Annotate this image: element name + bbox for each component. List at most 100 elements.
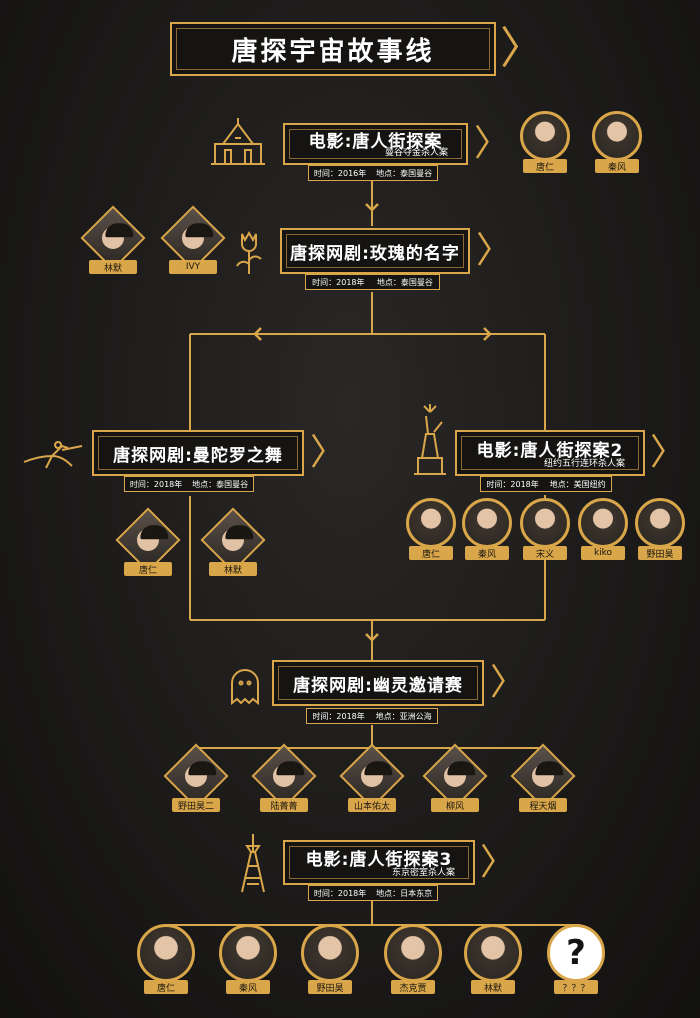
time-prefix: 时间： xyxy=(312,277,337,287)
character-portrait[interactable] xyxy=(592,111,642,161)
node-title: 电影:唐人街探案2 xyxy=(477,436,624,461)
character-name-label: 唐仁 xyxy=(124,562,172,576)
place-prefix: 地点： xyxy=(375,711,400,721)
time-prefix: 时间： xyxy=(313,168,338,178)
character-name-label: 林默 xyxy=(471,980,515,994)
node-info: 时间：2018年地点：泰国曼谷 xyxy=(305,274,440,290)
character-name-label: 宋义 xyxy=(523,546,567,560)
place-label: 地点：泰国曼谷 xyxy=(376,168,432,179)
node-arrow-icon: 〉 xyxy=(480,842,517,883)
character-name-label: 唐仁 xyxy=(144,980,188,994)
node-name: 唐人街探案2 xyxy=(520,440,624,461)
node-info: 时间：2016年地点：泰国曼谷 xyxy=(308,165,438,181)
node-info: 时间：2018年地点：亚洲公海 xyxy=(306,708,438,724)
character-portrait[interactable] xyxy=(635,498,685,548)
character-portrait[interactable] xyxy=(462,498,512,548)
character-name-label: kiko xyxy=(581,546,625,560)
place-prefix: 地点： xyxy=(192,479,217,489)
character-name-label: 陆菁菁 xyxy=(260,798,308,812)
time-value: 2018年 xyxy=(337,888,367,898)
character-portrait[interactable] xyxy=(301,924,359,982)
node-type: 唐探网剧 xyxy=(113,445,186,466)
character-portrait[interactable] xyxy=(137,924,195,982)
node-name: 唐人街探案 xyxy=(352,131,443,152)
portrait-hair xyxy=(364,761,393,776)
time-value: 2018年 xyxy=(510,479,539,489)
page-title-banner: 唐探宇宙故事线 xyxy=(170,22,496,76)
character-name-label: 林默 xyxy=(209,562,257,576)
character-name-label: 野田昊 xyxy=(638,546,682,560)
node-banner[interactable]: 唐探网剧:曼陀罗之舞 xyxy=(92,430,304,476)
temple-icon xyxy=(205,118,271,166)
character-name-label: 野田昊二 xyxy=(172,798,220,812)
node-colon: : xyxy=(512,440,521,461)
time-label: 时间：2018年 xyxy=(314,888,366,899)
character-name-label: IVY xyxy=(169,260,217,274)
character-name-label: 秦风 xyxy=(595,159,639,173)
mystery-portrait[interactable]: ? xyxy=(547,924,605,982)
node-name: 曼陀罗之舞 xyxy=(192,445,283,466)
character-name-label: ？？？ xyxy=(554,980,598,994)
statue-of-liberty-icon xyxy=(410,402,450,476)
place-value: 泰国曼谷 xyxy=(400,168,433,178)
place-prefix: 地点： xyxy=(549,479,574,489)
node-title: 电影:唐人街探案 xyxy=(309,127,443,152)
time-prefix: 时间： xyxy=(486,479,511,489)
character-portrait[interactable] xyxy=(464,924,522,982)
node-info: 时间：2018年地点：泰国曼谷 xyxy=(124,476,254,492)
dancer-icon xyxy=(20,432,86,472)
time-label: 时间：2018年 xyxy=(312,277,364,288)
node-title: 唐探网剧:幽灵邀请赛 xyxy=(293,671,463,696)
node-title: 电影:唐人街探案3 xyxy=(306,845,453,870)
character-name-label: 杰克贾 xyxy=(391,980,435,994)
place-label: 地点：亚洲公海 xyxy=(376,711,432,722)
character-name-label: 柳风 xyxy=(431,798,479,812)
place-value: 日本东京 xyxy=(400,888,433,898)
character-portrait[interactable] xyxy=(578,498,628,548)
place-value: 亚洲公海 xyxy=(399,711,432,721)
node-subtitle: 纽约五行连环杀人案 xyxy=(543,459,625,469)
place-value: 美国纽约 xyxy=(573,479,606,489)
portrait-hair xyxy=(188,761,217,776)
arrow-left-icon xyxy=(253,327,262,341)
arrow-right-icon xyxy=(483,327,492,341)
node-banner[interactable]: 电影:唐人街探案曼谷夺金杀人案 xyxy=(283,123,468,165)
portrait-hair xyxy=(447,761,476,776)
node-arrow-icon: 〉 xyxy=(650,432,687,473)
node-type: 电影 xyxy=(308,131,345,152)
portrait-hair xyxy=(225,525,254,540)
place-value: 泰国曼谷 xyxy=(216,479,249,489)
character-name-label: 程天烟 xyxy=(519,798,567,812)
portrait-hair xyxy=(140,525,169,540)
character-name-label: 唐仁 xyxy=(523,159,567,173)
title-arrow-icon: 〉 xyxy=(500,23,544,74)
node-name: 唐人街探案3 xyxy=(349,850,453,870)
portrait-hair xyxy=(535,761,564,776)
node-name: 玫瑰的名字 xyxy=(369,243,460,264)
character-name-label: 秦风 xyxy=(465,546,509,560)
node-banner[interactable]: 唐探网剧:玫瑰的名字 xyxy=(280,228,470,274)
place-prefix: 地点： xyxy=(376,888,401,898)
character-portrait[interactable] xyxy=(384,924,442,982)
character-portrait[interactable] xyxy=(406,498,456,548)
character-name-label: 林默 xyxy=(89,260,137,274)
node-banner[interactable]: 唐探网剧:幽灵邀请赛 xyxy=(272,660,484,706)
character-portrait[interactable] xyxy=(219,924,277,982)
rose-icon xyxy=(232,228,266,276)
node-info: 时间：2018年地点：日本东京 xyxy=(308,885,438,901)
place-label: 地点：泰国曼谷 xyxy=(192,479,248,490)
character-name-label: 唐仁 xyxy=(409,546,453,560)
arrow-down-icon xyxy=(365,203,379,212)
node-colon: : xyxy=(341,850,350,870)
time-value: 2018年 xyxy=(153,479,183,489)
place-label: 地点：美国纽约 xyxy=(550,479,606,490)
node-title: 唐探网剧:玫瑰的名字 xyxy=(290,239,460,264)
node-subtitle: 曼谷夺金杀人案 xyxy=(384,148,448,158)
character-portrait[interactable] xyxy=(520,498,570,548)
node-name: 幽灵邀请赛 xyxy=(372,675,463,696)
portrait-hair xyxy=(185,223,214,238)
character-portrait[interactable] xyxy=(520,111,570,161)
